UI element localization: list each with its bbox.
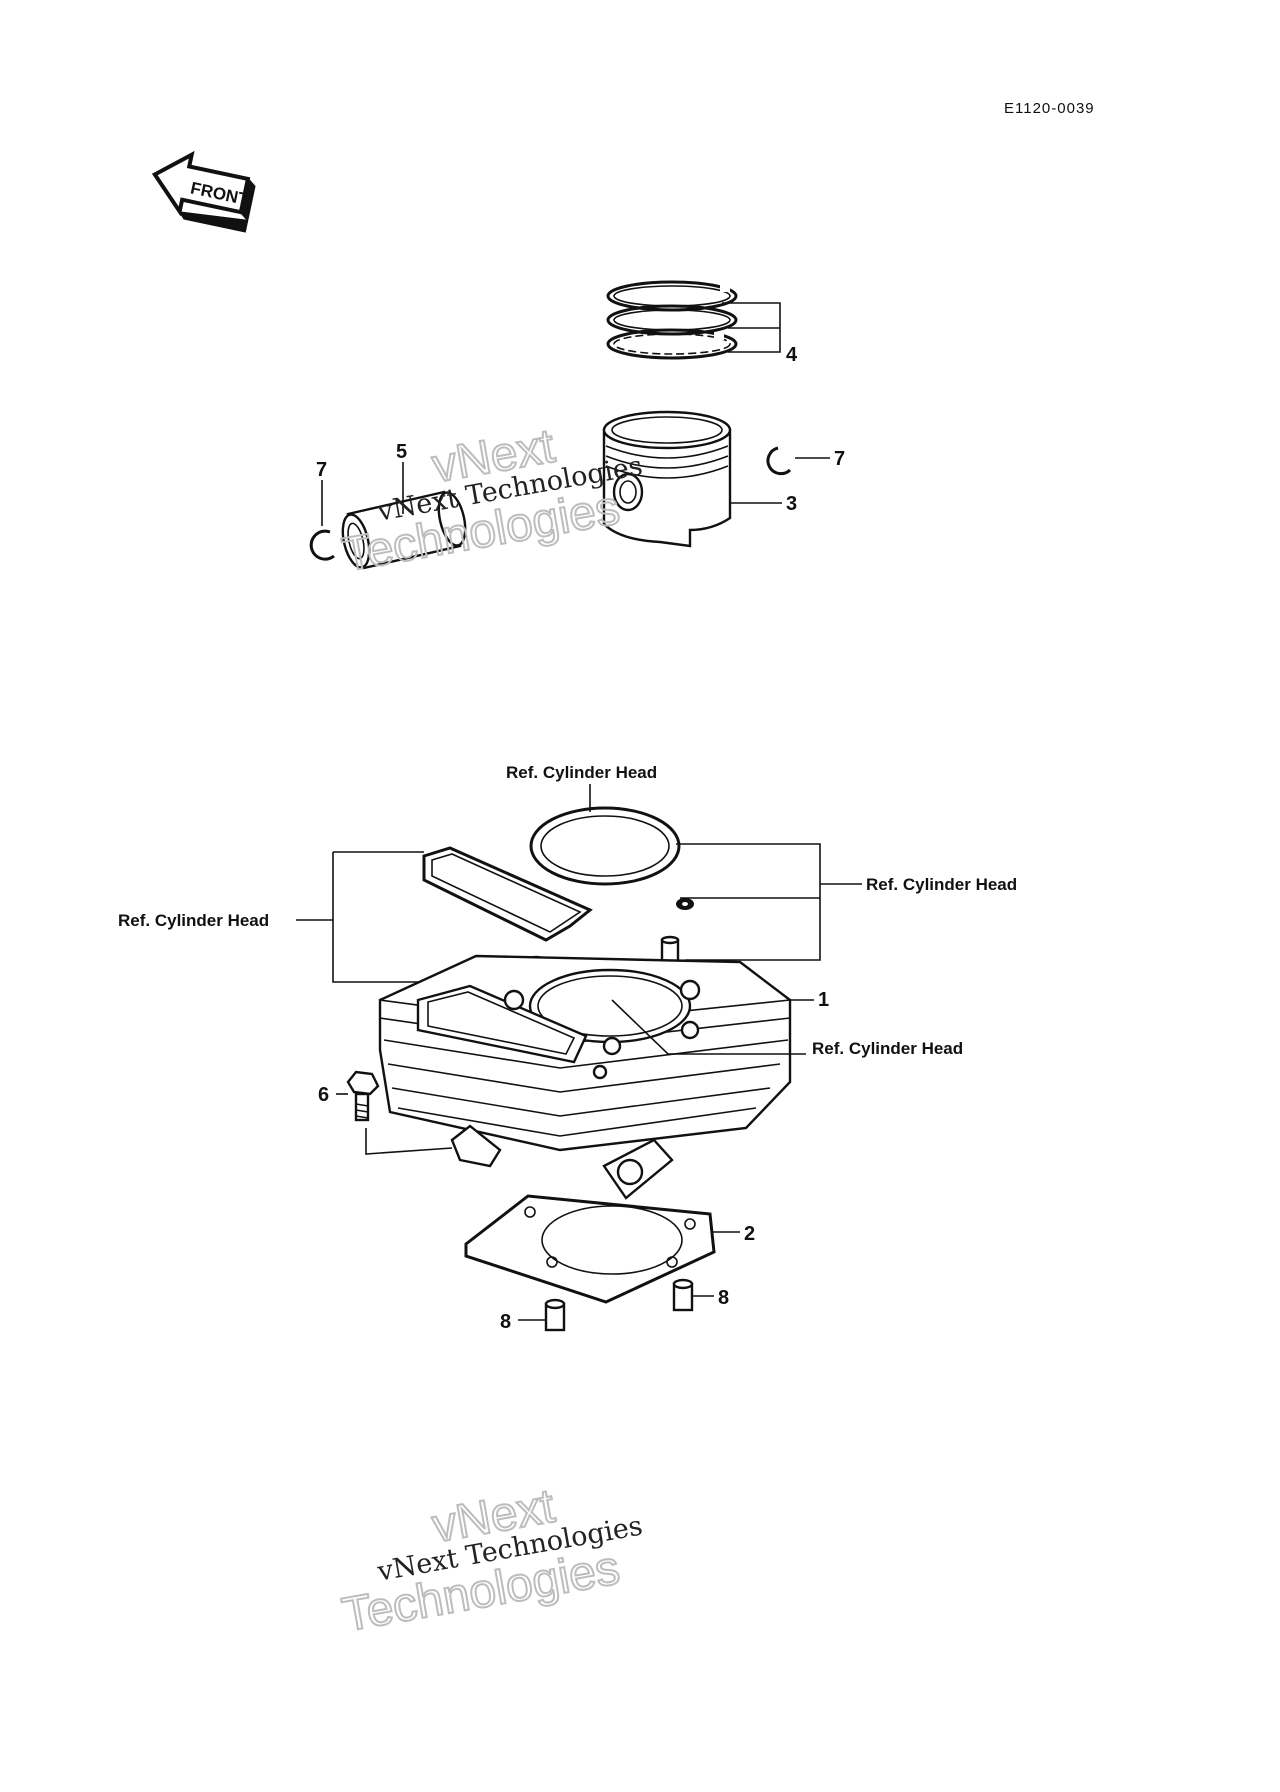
callout-7b: 7 — [834, 448, 845, 470]
cylinder-block — [378, 954, 792, 1200]
dowel-pin-left — [544, 1298, 566, 1332]
callout-6: 6 — [318, 1084, 329, 1106]
callout-line-ref-right — [676, 843, 862, 961]
head-gasket-ring — [529, 806, 681, 886]
callout-4: 4 — [786, 344, 798, 366]
callout-8b: 8 — [718, 1287, 729, 1309]
piston-rings — [606, 280, 738, 360]
callout-3: 3 — [786, 493, 797, 515]
ref-cylinder-head-left: Ref. Cylinder Head — [118, 911, 269, 930]
ref-cylinder-head-right: Ref. Cylinder Head — [866, 875, 1017, 894]
piston-pin — [341, 490, 467, 570]
chain-tunnel-gasket — [422, 846, 593, 942]
dowel-pin-right — [672, 1278, 694, 1312]
ref-cylinder-head-top: Ref. Cylinder Head — [506, 763, 657, 782]
front-arrow-icon: FRONT — [151, 150, 256, 233]
piston — [602, 410, 732, 548]
circlip-left — [309, 529, 335, 561]
callout-line-4 — [722, 302, 781, 353]
cylinder-bolt — [346, 1070, 380, 1122]
callout-5: 5 — [396, 441, 407, 463]
callout-8a: 8 — [500, 1311, 511, 1333]
callout-7a: 7 — [316, 459, 327, 481]
callout-2: 2 — [744, 1223, 755, 1245]
callout-line-6b — [365, 1128, 453, 1155]
diagram-code: E1120-0039 — [1004, 100, 1095, 117]
callout-line-ref-center — [611, 999, 806, 1055]
base-gasket — [464, 1194, 716, 1304]
watermark-lower: vNext vNext Technologies Technologies — [337, 1479, 644, 1643]
callout-1: 1 — [818, 989, 829, 1011]
ref-cylinder-head-center: Ref. Cylinder Head — [812, 1039, 963, 1058]
circlip-right — [766, 446, 792, 476]
